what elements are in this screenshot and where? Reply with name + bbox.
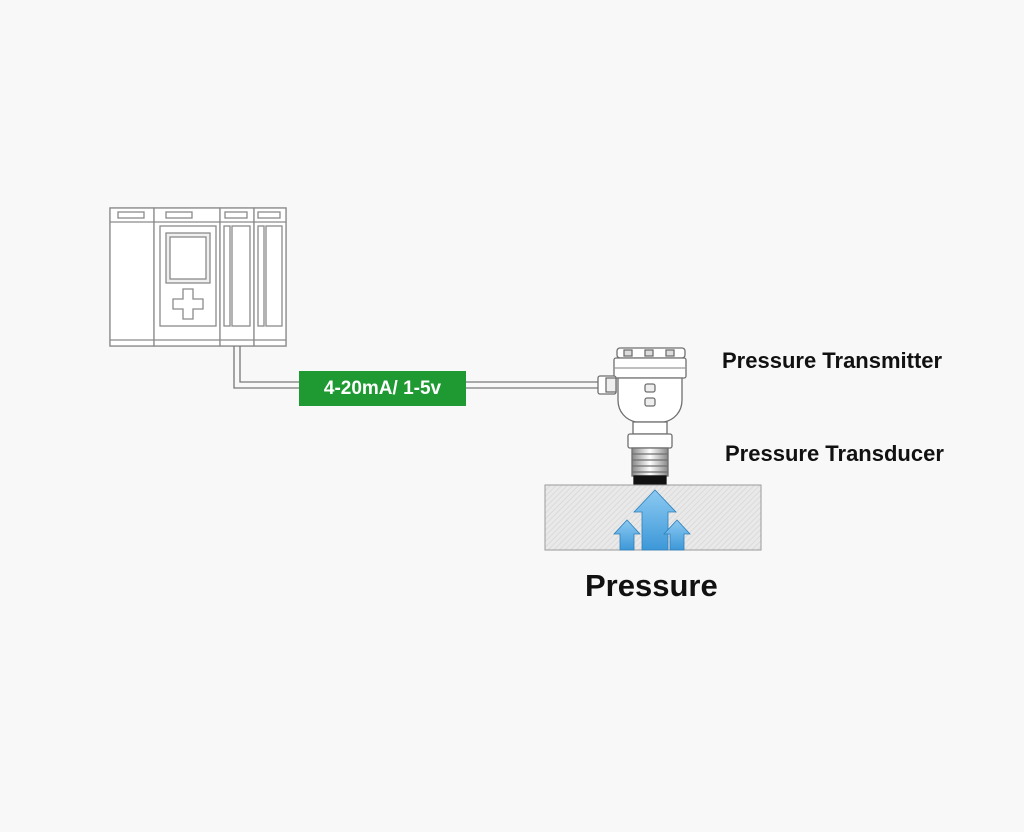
transmitter-label: Pressure Transmitter [722, 348, 943, 373]
pressure-label: Pressure [585, 568, 718, 603]
signal-cable [233, 346, 598, 389]
transducer-label: Pressure Transducer [725, 441, 944, 466]
pressure-arrow-icon [613, 489, 691, 551]
plc-controller-icon [109, 207, 287, 347]
signal-badge: 4-20mA/ 1-5v [299, 371, 466, 406]
pressure-transmitter-icon [597, 347, 687, 487]
